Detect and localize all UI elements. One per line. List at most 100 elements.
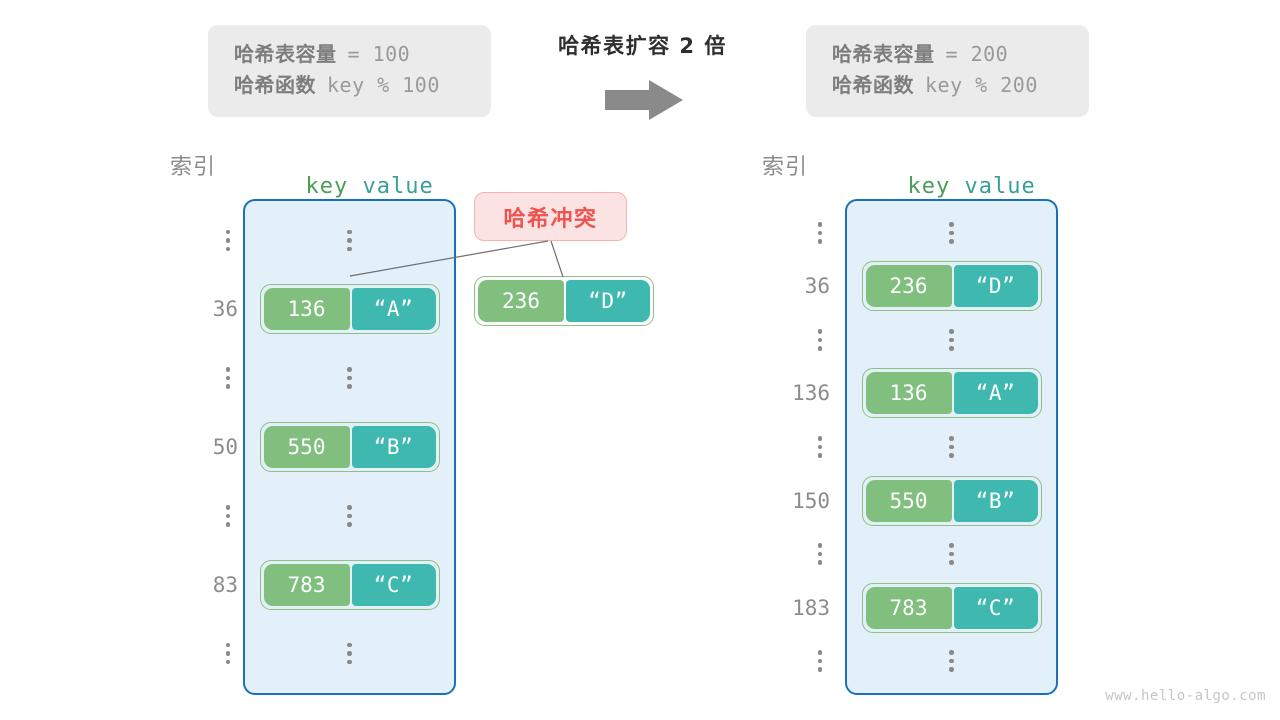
bucket-row-empty <box>243 627 456 681</box>
value-cell: “A” <box>351 288 436 331</box>
bucket-row-entry: 236“D” <box>845 259 1058 313</box>
key-cell: 550 <box>865 479 952 522</box>
key-cell: 136 <box>263 288 350 331</box>
vertical-dots-icon <box>218 213 238 267</box>
vertical-dots-icon <box>949 527 954 581</box>
vertical-dots-icon <box>218 489 238 543</box>
vertical-dots-icon <box>810 634 830 688</box>
index-label: 183 <box>792 595 830 620</box>
bucket-row-entry: 783“C” <box>243 558 456 612</box>
bucket-row-empty <box>845 420 1058 474</box>
index-ellipsis <box>160 627 238 681</box>
function-expression: key % 200 <box>925 73 1038 97</box>
key-cell: 783 <box>263 563 350 606</box>
key-value-pair: 236 “D” <box>474 276 654 326</box>
value-cell: “C” <box>351 563 436 606</box>
bucket-row-empty <box>243 489 456 543</box>
key-cell: 550 <box>263 426 350 468</box>
bucket-row-entry: 136“A” <box>845 366 1058 420</box>
site-watermark: www.hello-algo.com <box>1105 688 1266 704</box>
index-ellipsis <box>160 489 238 543</box>
left-index-header: 索引 <box>170 155 217 180</box>
capacity-expression: = 100 <box>347 42 411 66</box>
bucket-row-empty <box>845 313 1058 367</box>
right-value-header: value <box>964 174 1036 199</box>
index-ellipsis <box>160 213 238 267</box>
left-key-header: key <box>305 174 349 199</box>
left-value-header: value <box>362 174 434 199</box>
value-cell: “D” <box>566 280 650 322</box>
capacity-label: 哈希表容量 <box>832 42 935 66</box>
index-label: 36 <box>212 297 238 322</box>
right-index-header: 索引 <box>762 155 809 180</box>
vertical-dots-icon <box>949 634 954 688</box>
right-arrow-icon <box>605 80 683 120</box>
value-cell: “D” <box>953 265 1038 308</box>
vertical-dots-icon <box>347 213 352 267</box>
key-cell: 783 <box>865 586 952 629</box>
bucket-row-empty <box>845 527 1058 581</box>
bucket-row-entry: 550“B” <box>845 474 1058 528</box>
vertical-dots-icon <box>949 206 954 260</box>
vertical-dots-icon <box>810 313 830 367</box>
hash-table-info-box-after: 哈希表容量 = 200 哈希函数 key % 200 <box>806 25 1089 117</box>
bucket-row-empty <box>845 206 1058 260</box>
index-label: 83 <box>212 572 238 597</box>
vertical-dots-icon <box>810 420 830 474</box>
index-ellipsis <box>752 420 830 474</box>
index-ellipsis <box>160 351 238 405</box>
key-value-pair: 783“C” <box>861 582 1042 633</box>
key-cell: 236 <box>865 265 952 308</box>
vertical-dots-icon <box>949 313 954 367</box>
capacity-line-before: 哈希表容量 = 100 <box>234 39 465 70</box>
index-label: 50 <box>212 435 238 459</box>
key-value-pair: 236“D” <box>861 261 1042 312</box>
bucket-row-empty <box>845 634 1058 688</box>
key-value-pair: 783“C” <box>259 559 440 610</box>
function-label: 哈希函数 <box>234 73 316 97</box>
vertical-dots-icon <box>347 489 352 543</box>
value-cell: “B” <box>953 479 1038 522</box>
value-cell: “B” <box>351 426 436 468</box>
key-value-pair: 136“A” <box>259 284 440 335</box>
capacity-label: 哈希表容量 <box>234 42 337 66</box>
key-cell: 236 <box>478 280 564 322</box>
bucket-row-entry: 783“C” <box>845 581 1058 635</box>
right-key-header: key <box>907 174 951 199</box>
vertical-dots-icon <box>810 527 830 581</box>
vertical-dots-icon <box>949 420 954 474</box>
vertical-dots-icon <box>347 627 352 681</box>
key-value-pair: 550“B” <box>259 422 440 472</box>
function-label: 哈希函数 <box>832 73 914 97</box>
hash-collision-badge: 哈希冲突 <box>474 192 627 241</box>
diagram-title: 哈希表扩容 2 倍 <box>558 34 727 58</box>
index-ellipsis <box>752 206 830 260</box>
key-value-pair: 136“A” <box>861 368 1042 419</box>
index-ellipsis <box>752 313 830 367</box>
left-kv-header: key value <box>277 149 434 199</box>
bucket-row-entry: 136“A” <box>243 282 456 336</box>
function-expression: key % 100 <box>327 73 440 97</box>
vertical-dots-icon <box>810 206 830 260</box>
value-cell: “C” <box>953 586 1038 629</box>
index-ellipsis <box>752 634 830 688</box>
capacity-line-after: 哈希表容量 = 200 <box>832 39 1063 70</box>
index-ellipsis <box>752 527 830 581</box>
bucket-row-entry: 550“B” <box>243 420 456 474</box>
index-label: 36 <box>804 274 830 299</box>
key-cell: 136 <box>865 372 952 415</box>
hash-table-info-box-before: 哈希表容量 = 100 哈希函数 key % 100 <box>208 25 491 117</box>
vertical-dots-icon <box>347 351 352 405</box>
bucket-row-empty <box>243 213 456 267</box>
right-kv-header: key value <box>879 149 1036 199</box>
vertical-dots-icon <box>218 627 238 681</box>
bucket-row-empty <box>243 351 456 405</box>
index-label: 150 <box>792 488 830 513</box>
function-line-after: 哈希函数 key % 200 <box>832 70 1063 101</box>
key-value-pair: 550“B” <box>861 475 1042 526</box>
colliding-entry-detached: 236 “D” <box>474 276 654 326</box>
function-line-before: 哈希函数 key % 100 <box>234 70 465 101</box>
vertical-dots-icon <box>218 351 238 405</box>
capacity-expression: = 200 <box>945 42 1009 66</box>
value-cell: “A” <box>953 372 1038 415</box>
